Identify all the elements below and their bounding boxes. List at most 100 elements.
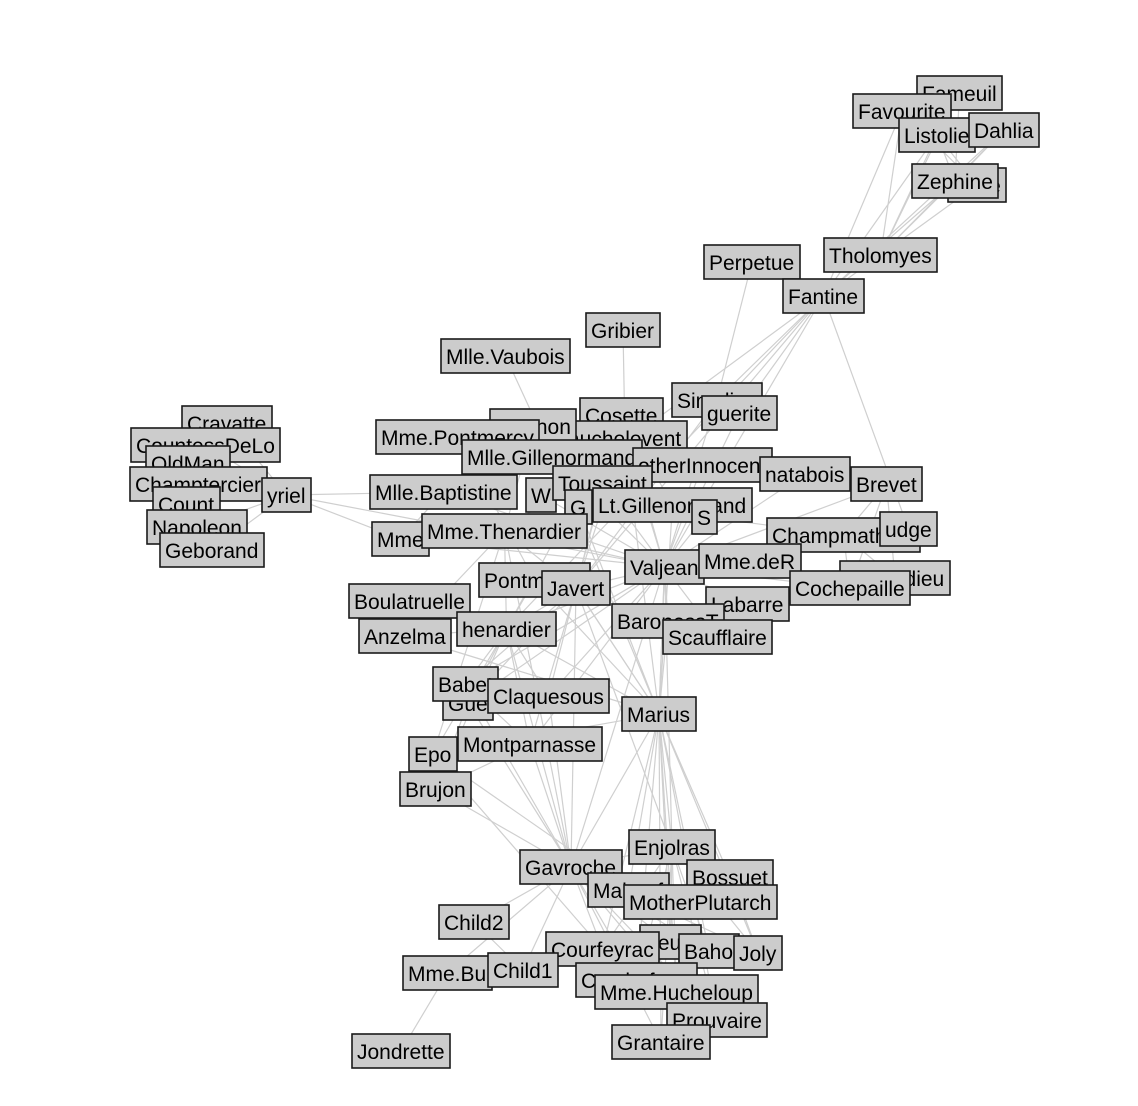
node-label: Babet: [438, 674, 493, 697]
node-marguerite[interactable]: guerite: [701, 395, 778, 431]
node-label: Listolie: [904, 125, 969, 148]
node-mmemagloire[interactable]: Mme: [371, 521, 430, 557]
node-mllebaptistine[interactable]: Mlle.Baptistine: [369, 474, 518, 510]
node-box: [782, 278, 865, 314]
node-box: [351, 1033, 451, 1069]
node-label: Grantaire: [617, 1032, 705, 1055]
node-montparnasse[interactable]: Montparnasse: [457, 726, 603, 762]
node-box: [456, 611, 557, 647]
node-label: Brujon: [405, 779, 466, 802]
node-label: Tholomyes: [829, 245, 932, 268]
node-zephine[interactable]: Zephine: [911, 163, 999, 199]
node-box: [611, 1024, 711, 1060]
node-label: Boulatruelle: [354, 591, 465, 614]
node-brujon[interactable]: Brujon: [399, 771, 472, 807]
node-label: Mme.Hucheloup: [600, 982, 753, 1005]
node-label: Scaufflaire: [668, 627, 767, 650]
node-box: [662, 619, 773, 655]
node-mmethenardier[interactable]: Mme.Thenardier: [421, 513, 588, 549]
node-chenildieu[interactable]: natabois: [759, 456, 851, 492]
node-javert[interactable]: Javert: [541, 570, 611, 606]
node-mmeder[interactable]: Mme.deR: [698, 543, 802, 579]
node-box: [261, 477, 312, 513]
node-mllevaubois[interactable]: Mlle.Vaubois: [440, 338, 571, 374]
node-valjean[interactable]: Valjean: [624, 549, 705, 585]
node-cochepaille[interactable]: Cochepaille: [789, 570, 911, 606]
node-label: guerite: [707, 403, 771, 426]
node-woman1[interactable]: W: [525, 477, 557, 513]
node-anzelma[interactable]: Anzelma: [358, 618, 452, 654]
edge-montparnasse-valjean: [529, 566, 666, 745]
node-label: Courfeyrac: [551, 939, 654, 962]
edge-claquesous-javert: [547, 587, 579, 697]
node-jondrette[interactable]: Jondrette: [351, 1033, 451, 1069]
node-claquesous[interactable]: Claquesous: [487, 678, 610, 714]
node-box: [159, 532, 265, 568]
node-box: [621, 696, 697, 732]
node-judge[interactable]: S: [691, 499, 718, 535]
node-labarre[interactable]: Labarre: [705, 586, 790, 622]
node-label: Javert: [547, 578, 604, 601]
node-box: [487, 678, 610, 714]
node-box: [371, 521, 430, 557]
node-myriel[interactable]: yriel: [261, 477, 312, 513]
node-label: otherInnocent: [638, 455, 767, 478]
node-label: Mlle.Gillenormand: [467, 447, 636, 470]
node-box: [823, 237, 938, 273]
node-courfeyrac[interactable]: Courfeyrac: [545, 931, 660, 967]
edge-perpetue-simplice: [714, 261, 753, 401]
node-geborand[interactable]: Geborand: [159, 532, 265, 568]
node-label: Enjolras: [634, 837, 710, 860]
node-layer: FameuilFavouriteListolieDahliaevilleZeph…: [129, 75, 1040, 1069]
node-enjolras[interactable]: Enjolras: [628, 829, 716, 865]
node-box: [733, 935, 783, 971]
node-label: Gribier: [591, 320, 654, 343]
node-box: [911, 163, 999, 199]
node-dahlia[interactable]: Dahlia: [968, 112, 1040, 148]
node-box: [701, 395, 778, 431]
edge-enjolras-marius: [655, 713, 673, 848]
node-listolier[interactable]: Listolie: [898, 117, 976, 153]
node-box: [968, 112, 1040, 148]
node-ltgillenormand[interactable]: Lt.Gillenormand: [592, 487, 753, 523]
node-box: [628, 829, 716, 865]
node-fantine[interactable]: Fantine: [782, 278, 865, 314]
node-joly[interactable]: Joly: [733, 935, 783, 971]
node-label: Valjean: [630, 557, 699, 580]
node-label: Anzelma: [364, 626, 446, 649]
node-child1[interactable]: Child1: [487, 952, 559, 988]
node-label: Geborand: [165, 540, 258, 563]
node-label: Claquesous: [493, 686, 604, 709]
node-box: [850, 466, 923, 502]
node-thenardier[interactable]: henardier: [456, 611, 557, 647]
node-marius[interactable]: Marius: [621, 696, 697, 732]
node-box: [879, 511, 938, 547]
node-eponine[interactable]: Epo: [408, 736, 458, 772]
edge-valjean-marius: [655, 566, 666, 715]
node-box: [402, 955, 493, 991]
node-box: [440, 338, 571, 374]
edge-gavroche-claquesous: [545, 695, 572, 868]
node-scaufflaire[interactable]: Scaufflaire: [662, 619, 773, 655]
node-brevet[interactable]: Brevet: [850, 466, 923, 502]
node-label: Zephine: [917, 171, 993, 194]
node-tholomyes[interactable]: Tholomyes: [823, 237, 938, 273]
node-label: Dahlia: [974, 120, 1034, 143]
node-child2[interactable]: Child2: [438, 904, 510, 940]
node-label: Mlle.Vaubois: [446, 346, 565, 369]
node-label: Epo: [414, 744, 451, 767]
node-bamatabois[interactable]: udge: [879, 511, 938, 547]
node-mmeburgon[interactable]: Mme.Bu: [402, 955, 493, 991]
edge-claquesous-valjean: [548, 566, 666, 697]
node-label: henardier: [462, 619, 551, 642]
node-gribier[interactable]: Gribier: [585, 312, 661, 348]
node-motherinnocent[interactable]: otherInnocent: [632, 447, 773, 483]
edge-gavroche-montparnasse: [528, 743, 572, 868]
node-perpetue[interactable]: Perpetue: [703, 244, 801, 280]
node-boulatruelle[interactable]: Boulatruelle: [348, 583, 471, 619]
node-label: Mlle.Baptistine: [375, 482, 512, 505]
node-box: [592, 487, 753, 523]
node-motherplutarch[interactable]: MotherPlutarch: [623, 884, 778, 920]
node-grantaire[interactable]: Grantaire: [611, 1024, 711, 1060]
